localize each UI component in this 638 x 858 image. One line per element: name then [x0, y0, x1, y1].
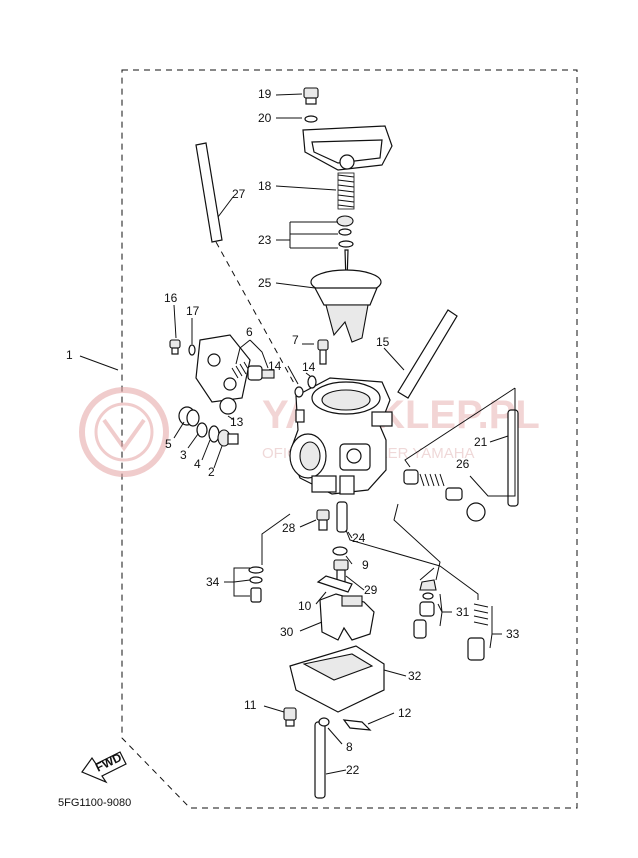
callout-21: 21: [474, 435, 488, 449]
part-13-oring: [219, 397, 237, 415]
callout-2: 2: [208, 465, 215, 479]
part-9-washer: [332, 546, 348, 556]
callout-15: 15: [376, 335, 390, 349]
callout-25: 25: [258, 276, 272, 290]
part-21-rod: [507, 409, 519, 507]
watermark-logo-icon: [79, 387, 169, 477]
leader-lines: [79, 93, 516, 775]
part-31-set: [413, 579, 437, 639]
part-26-set: [403, 469, 486, 522]
callout-5: 5: [165, 437, 172, 451]
part-6-spring: [231, 361, 275, 381]
callout-28: 28: [282, 521, 296, 535]
callout-31: 31: [456, 605, 470, 619]
callout-9: 9: [362, 558, 369, 572]
callout-29: 29: [364, 583, 378, 597]
part-11-screw: [283, 707, 297, 727]
part-14-washer-b: [294, 386, 304, 398]
callout-33: 33: [506, 627, 520, 641]
part-19-screw: [303, 87, 319, 105]
fwd-arrow-icon: FWD: [81, 750, 127, 784]
part-8-oring: [318, 717, 330, 727]
part-3-washer: [196, 422, 208, 438]
part-20-washer: [304, 115, 318, 123]
callout-18: 18: [258, 179, 272, 193]
part-34-set: [248, 566, 264, 603]
callout-8: 8: [346, 740, 353, 754]
part-1-carburetor-body: [289, 377, 393, 495]
part-12-screw: [342, 719, 372, 731]
part-32-float-bowl: [289, 645, 385, 713]
callout-27: 27: [232, 187, 246, 201]
part-top-cover: [302, 125, 393, 171]
part-22-rod: [314, 721, 326, 799]
callout-11: 11: [244, 698, 257, 712]
callout-16: 16: [164, 291, 178, 305]
part-29-jet: [333, 559, 349, 583]
part-17-washer: [188, 344, 196, 356]
callout-19: 19: [258, 87, 272, 101]
callout-3: 3: [180, 448, 187, 462]
assembly-boundary: [121, 69, 578, 809]
part-7-screw: [317, 339, 329, 365]
diagram-code: 5FG1100-9080: [58, 797, 131, 809]
part-16-screw: [169, 339, 181, 355]
callout-6: 6: [246, 325, 253, 339]
callout-24: 24: [352, 531, 366, 545]
callout-4: 4: [194, 457, 201, 471]
part-25-diaphragm: [310, 269, 382, 343]
callout-13: 13: [230, 415, 244, 429]
part-10-pin: [316, 575, 353, 593]
callout-26: 26: [456, 457, 470, 471]
part-15-rod: [397, 309, 458, 399]
callout-7: 7: [292, 333, 299, 347]
callout-14-b: 14: [302, 360, 316, 374]
callout-14-a: 14: [268, 359, 282, 373]
callout-32: 32: [408, 669, 422, 683]
part-27-rod: [195, 142, 223, 243]
callout-23: 23: [258, 233, 272, 247]
part-28-jet: [316, 509, 330, 531]
callout-17: 17: [186, 304, 200, 318]
callout-20: 20: [258, 111, 272, 125]
callout-labels: 1 2 3 4 5 6 7 8 9 10 11 12 13 14 14 15 1…: [66, 87, 520, 777]
callout-12: 12: [398, 706, 412, 720]
part-33-set: [467, 603, 489, 661]
part-27-dashed-link: [215, 241, 296, 386]
part-18-spring: [337, 172, 355, 210]
part-14-washer-a: [307, 375, 317, 389]
part-30-float: [319, 593, 375, 641]
part-24-tube: [336, 501, 348, 533]
part-2-screw: [217, 429, 239, 447]
part-23-set: [336, 215, 354, 248]
callout-30: 30: [280, 625, 294, 639]
callout-22: 22: [346, 763, 360, 777]
part-5-collar: [178, 406, 200, 427]
callout-10: 10: [298, 599, 312, 613]
part-4-washer: [208, 425, 220, 443]
callout-34: 34: [206, 575, 220, 589]
part-cover-plate: [195, 334, 251, 403]
callout-1: 1: [66, 348, 73, 362]
